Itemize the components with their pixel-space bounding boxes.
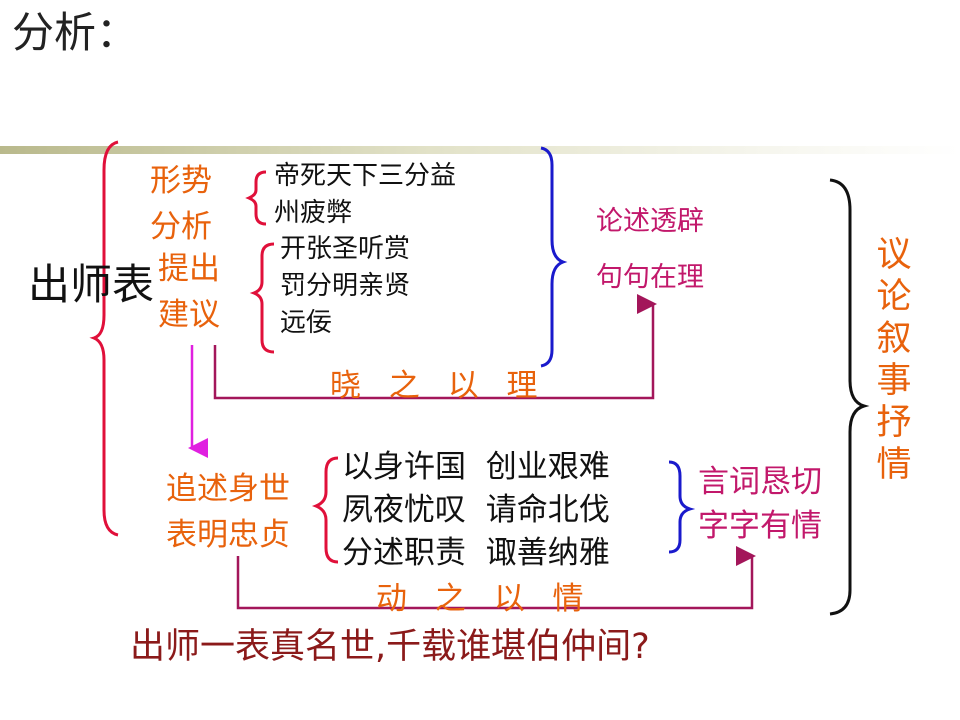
page-title: 分析： <box>12 8 139 57</box>
top-summary: 论述透辟 句句在理 <box>596 206 704 293</box>
bottom-left-brace <box>311 456 339 564</box>
bottom-connector <box>236 546 756 610</box>
footer-quote: 出师一表真名世,千载谁堪伯仲间? <box>130 627 650 667</box>
header-divider-bar <box>0 146 960 154</box>
xingshi-text: 帝死天下三分益 州疲弊 <box>274 161 457 228</box>
bottom-summary: 言词恳切 字字有情 <box>698 464 822 544</box>
top-summary-brace <box>540 146 568 368</box>
jianyi-label: 提出 建议 <box>158 251 220 333</box>
xingshi-label: 形势 分析 <box>150 163 212 245</box>
main-brace <box>89 140 119 537</box>
jianyi-text: 开张圣听赏 罚分明亲贤 远佞 <box>280 234 411 338</box>
bottom-text: 以身许国 创业艰难 夙夜忧叹 请命北伐 分述职责 诹善纳雅 <box>342 449 610 571</box>
top-connector <box>213 294 657 400</box>
bottom-label: 追述身世 表明忠贞 <box>166 471 290 553</box>
right-brace <box>829 178 870 616</box>
bottom-summary-brace <box>668 460 696 554</box>
top-method-label: 晓 之 以 理 <box>330 368 544 404</box>
jianyi-brace <box>249 242 275 354</box>
main-title: 出师表 <box>28 260 155 309</box>
xingshi-brace <box>245 170 267 226</box>
right-label: 议论叙事抒情 <box>876 235 912 485</box>
bottom-method-label: 动 之 以 情 <box>376 581 590 617</box>
